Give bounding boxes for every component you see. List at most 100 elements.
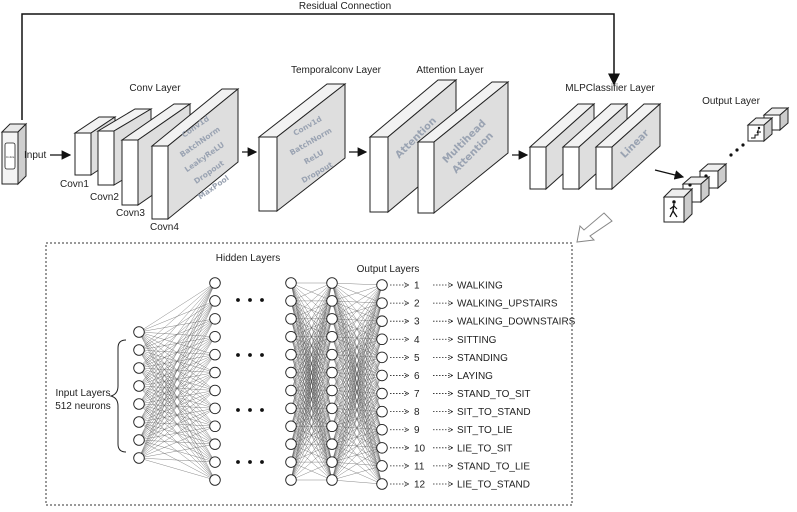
hidden-3-neuron (326, 456, 338, 468)
hidden-2-neuron (285, 384, 297, 397)
hidden-1-neuron (209, 438, 221, 450)
covn4-label: Covn4 (150, 222, 179, 233)
connection-line (138, 457, 216, 463)
connection-line (138, 318, 216, 459)
connection-line (331, 284, 383, 319)
residual-label: Residual Connection (299, 1, 391, 12)
hidden-2-neuron (285, 456, 297, 468)
connection-line (331, 411, 383, 481)
output-layer-title: Output Layer (702, 96, 760, 107)
class-number: 10 (414, 443, 426, 454)
connection-line (290, 372, 333, 481)
ellipsis-dot (236, 298, 240, 302)
connection-line (331, 282, 383, 286)
stairs-person-icon (751, 126, 761, 139)
output-cube-top (746, 116, 774, 143)
connection-line (138, 354, 216, 459)
input-neuron (133, 398, 145, 410)
connection-line (138, 300, 216, 459)
hidden-3-neuron (326, 438, 338, 450)
class-label: SIT_TO_LIE (457, 425, 513, 436)
connection-line (138, 282, 216, 405)
connection-line (138, 426, 216, 459)
input-neuron (133, 416, 145, 428)
ellipsis-dot (735, 148, 739, 152)
network-ellipsis (236, 298, 264, 464)
connection-line (290, 318, 333, 481)
ellipsis-dot (236, 460, 240, 464)
ellipsis-dot (248, 408, 252, 412)
output-neuron (376, 460, 388, 472)
connection-line (331, 284, 383, 355)
hidden-2-neuron (285, 366, 297, 379)
hidden-layers-title: Hidden Layers (216, 253, 280, 264)
ellipsis-dot (248, 460, 252, 464)
output-neuron (376, 297, 388, 309)
output-neuron (376, 405, 388, 418)
hidden-3-neuron (326, 313, 338, 325)
connection-line (290, 300, 333, 481)
class-label: SIT_TO_STAND (457, 407, 531, 418)
hidden-2-neuron (285, 474, 297, 486)
connection-line (138, 282, 216, 423)
class-number: 2 (414, 299, 420, 310)
class-number: 6 (414, 371, 420, 382)
hidden-1-neuron (209, 402, 221, 415)
input-neuron (133, 344, 145, 356)
hidden-2-neuron (285, 402, 297, 415)
connection-line (331, 284, 383, 337)
connection-line (290, 282, 333, 445)
hidden-1-neuron (209, 313, 221, 325)
output-layers-title: Output Layers (357, 264, 420, 275)
hidden-2-neuron (285, 330, 297, 343)
connection-line (331, 284, 383, 302)
input-neuron (133, 452, 145, 464)
class-number: 11 (414, 461, 425, 472)
temporal-layer-title: Temporalconv Layer (291, 65, 382, 76)
mlp-block-3: Linear (594, 102, 662, 191)
connection-line (138, 282, 216, 333)
connection-line (331, 284, 383, 481)
hidden-2-neuron (285, 277, 297, 289)
connection-line (290, 282, 333, 409)
ellipsis-dot (729, 153, 733, 157)
residual-connection: Residual Connection (21, 1, 620, 120)
covn2-label: Covn2 (90, 192, 119, 203)
hidden-2-neuron (285, 313, 297, 325)
hidden-2-neuron (285, 348, 297, 361)
ellipsis-dot (248, 298, 252, 302)
connection-line (290, 282, 333, 481)
hidden-3-neuron (326, 295, 338, 307)
output-cube-front (662, 187, 694, 224)
covn1-label: Covn1 (60, 179, 89, 190)
connection-line (331, 429, 383, 481)
connection-line (290, 444, 333, 481)
class-label: WALKING_DOWNSTAIRS (457, 317, 576, 328)
connection-line (331, 465, 383, 481)
network-nodes (133, 277, 388, 490)
connection-line (331, 375, 383, 481)
connection-line (138, 282, 216, 441)
connection-line (138, 408, 216, 459)
temporal-block: Conv1d BatchNorm ReLU Dropout (257, 82, 347, 213)
class-label: STAND_TO_SIT (457, 389, 531, 400)
output-neuron (376, 351, 388, 364)
output-cubes (662, 106, 790, 224)
connection-line (138, 336, 216, 459)
conv-layer-title: Conv Layer (129, 83, 181, 94)
ellipsis-dot (260, 408, 264, 412)
connection-line (138, 282, 216, 369)
ellipsis-dot (236, 408, 240, 412)
connection-line (331, 284, 383, 373)
input-neuron (133, 326, 145, 338)
hidden-3-neuron (326, 366, 338, 379)
hidden-1-neuron (209, 384, 221, 397)
ellipsis-dot (236, 353, 240, 357)
ellipsis-dot (741, 143, 745, 147)
connection-line (138, 282, 216, 459)
hidden-3-neuron (326, 384, 338, 397)
ellipsis-dot (260, 353, 264, 357)
connection-line (331, 447, 383, 481)
class-label: LAYING (457, 371, 493, 382)
connection-line (138, 282, 216, 387)
